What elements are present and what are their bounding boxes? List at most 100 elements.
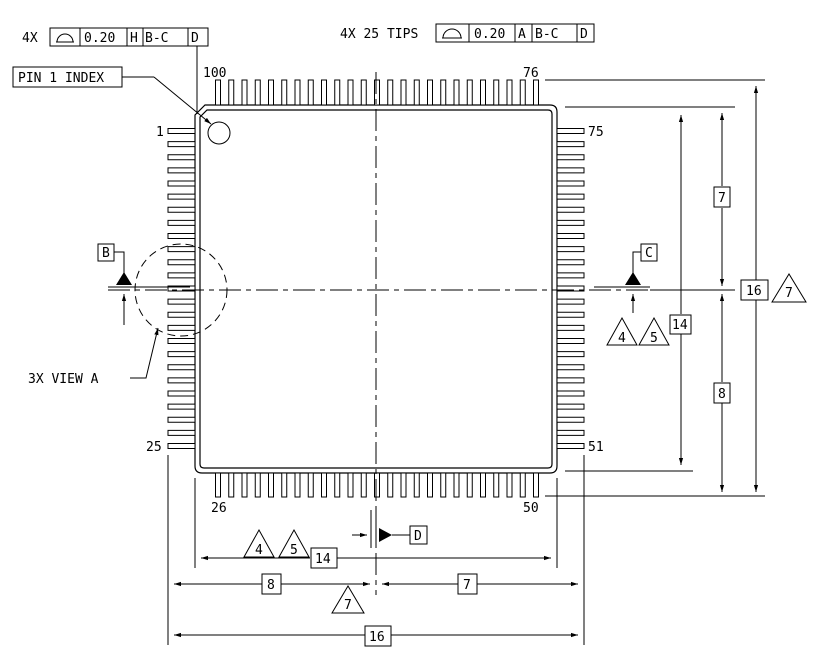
datum-d-box [409,525,428,545]
lead-bottom [400,472,407,498]
lead-right [556,377,585,384]
pin-number-51: 51 [588,440,604,455]
view-a-leader [130,327,159,379]
lead-left [167,259,196,266]
view-a-detail: 3X VIEW A [28,243,228,387]
pin-number-25: 25 [146,440,162,455]
lead-bottom [440,472,447,498]
datum-b-marker: B [97,243,190,325]
lead-bottom [480,472,486,498]
pin-number-26: 26 [211,501,227,516]
lead-right [556,128,585,134]
lead-top [228,79,235,106]
tolerance-value: 0.20 [474,27,505,42]
datum-ref-3: D [191,31,199,46]
lead-left [167,219,196,226]
lead-right [556,351,585,358]
lead-left [167,338,196,344]
datum-c-marker: C [594,243,658,313]
note-triangle-7-icon [771,273,807,303]
lead-left [167,128,196,134]
note-5-right: 5 [650,331,658,346]
lead-right [556,390,585,397]
dim-right-body: 14 [672,318,688,333]
lead-left [167,285,196,292]
lead-bottom [215,472,221,498]
dim-right-lower: 8 [718,387,726,402]
pin1-leader [153,76,212,125]
lead-right [556,443,585,449]
lead-right [556,429,585,436]
lead-top [400,79,407,106]
pin-number-75: 75 [588,125,604,140]
lead-right [556,180,585,187]
dim-bottom-right-box [457,573,478,595]
dim-bottom-left: 8 [267,578,275,593]
note-4-bottom: 4 [255,543,263,558]
lead-left [167,311,196,318]
dim-right-lower-box [713,382,731,404]
lead-left [167,377,196,384]
lead-bottom [268,472,274,498]
lead-left [167,206,196,213]
lead-right [556,364,585,371]
pin1-dimple [207,121,231,145]
lead-right [556,246,585,253]
body-outline-inner [199,109,553,469]
dim-right-overall: 16 [746,284,762,299]
lead-left [167,154,196,161]
lead-top [347,79,354,106]
datum-c-label: C [645,246,653,261]
lead-right [556,167,585,174]
lead-left [167,167,196,174]
datum-ref-2: B-C [535,27,558,42]
lead-bottom [347,472,354,498]
dim-bottom-overall-box [364,625,392,647]
lead-top [533,79,539,106]
datum-b-label: B [102,246,110,261]
profile-of-surface-icon [442,28,462,39]
dim-right-body-box [669,314,692,335]
lead-bottom [374,472,380,498]
dim-right-overall-box [740,279,769,301]
lead-top [268,79,274,106]
lead-left [167,141,196,148]
lead-right [556,272,585,279]
lead-bottom [307,472,314,498]
lead-bottom [453,472,460,498]
lead-right [556,259,585,266]
lead-top [334,79,341,106]
lead-right [556,311,585,318]
bottom-dimensions: 14 4 5 8 7 7 16 [167,455,585,647]
right-dimensions: 14 7 8 16 7 4 5 [545,79,807,497]
lead-bottom [506,472,513,498]
note-triangle-4-icon [243,528,275,558]
leads-bottom [215,472,539,498]
lead-bottom [466,472,473,498]
top-right-tolerance-frame: 4X 25 TIPS 0.20 A B-C D [340,23,595,43]
lead-bottom [254,472,261,498]
lead-top [294,79,301,106]
lead-top [413,79,420,106]
top-left-tolerance-frame: 4X 0.20 H B-C D [22,27,209,114]
lead-bottom [281,472,288,498]
lead-top [453,79,460,106]
note-triangle-5-icon [638,316,670,346]
lead-left [167,416,196,423]
dim-bottom-left-box [261,573,282,595]
frame-outline [49,27,209,47]
lead-left [167,351,196,358]
dim-bottom-right: 7 [463,578,471,593]
lead-left [167,180,196,187]
note-7-bottom: 7 [344,598,352,613]
note-4-right: 4 [618,331,626,346]
lead-right [556,233,585,239]
datum-ref-1: H [130,31,138,46]
view-a-circle [134,243,228,337]
lead-right [556,403,585,410]
lead-bottom [241,472,248,498]
callout-count: 4X [22,31,38,46]
pin-number-76: 76 [523,66,539,81]
lead-right [556,154,585,161]
lead-left [167,246,196,253]
